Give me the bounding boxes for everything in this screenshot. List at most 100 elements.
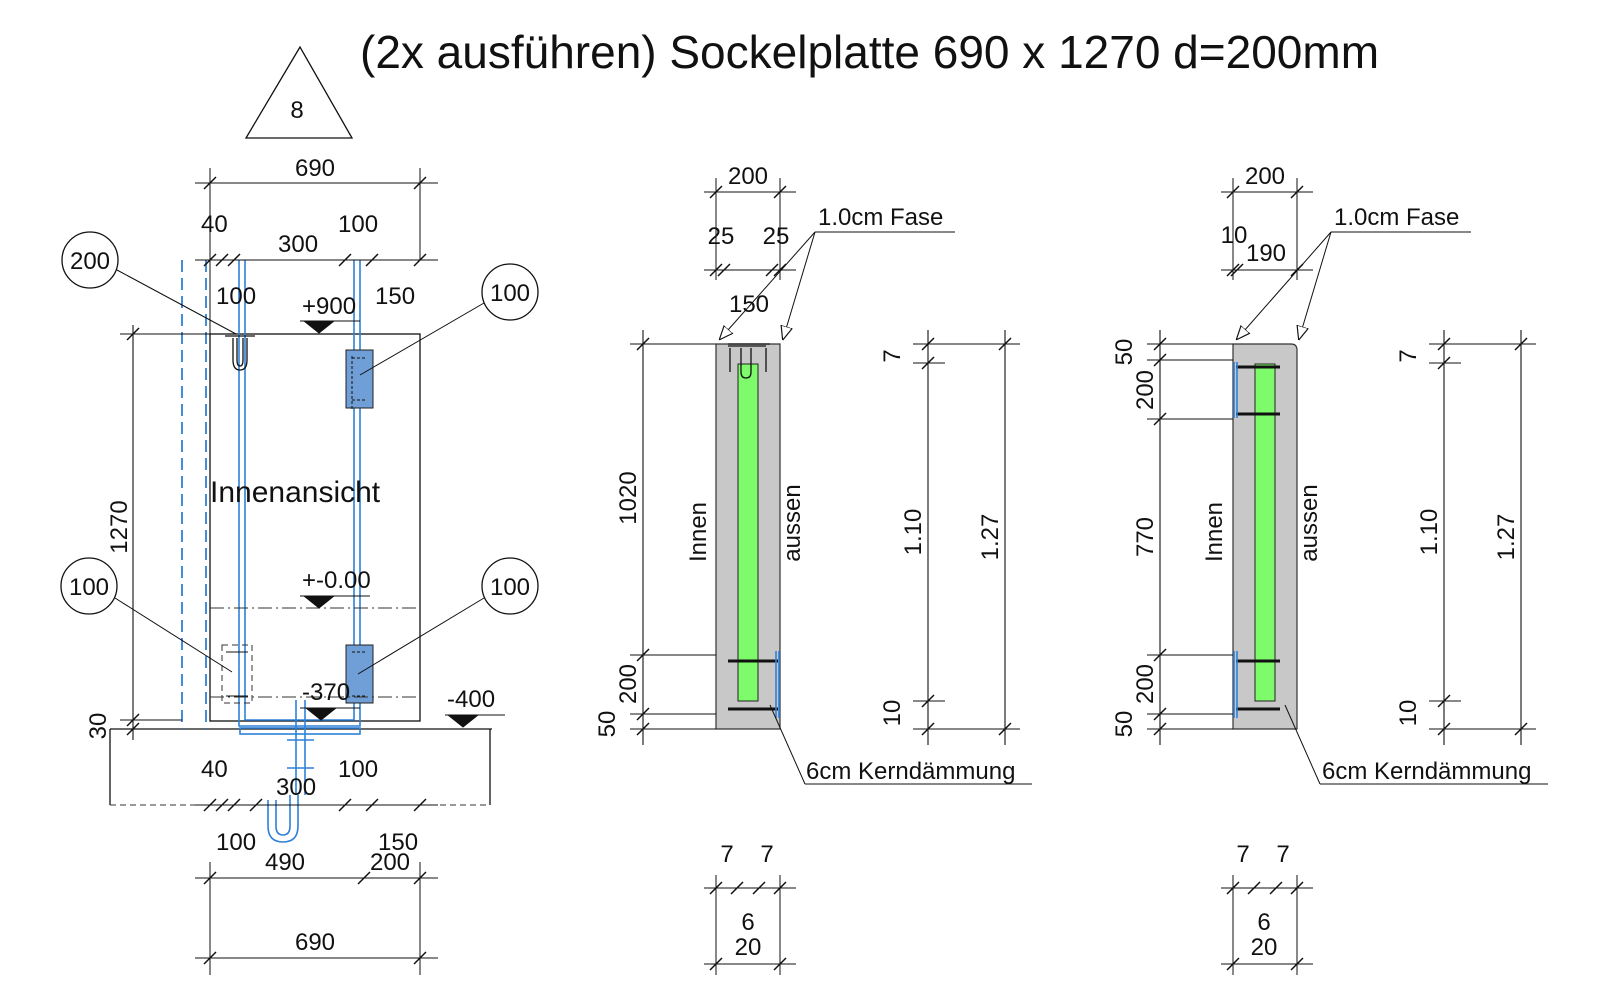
section2-dim-7: 7 (1395, 349, 1422, 362)
chamfer-arrow-left (1237, 231, 1332, 339)
section2-dim-770: 770 (1132, 517, 1159, 557)
callout-bubble (60, 557, 118, 615)
insulation-label: 6cm Kerndämmung (1322, 758, 1531, 785)
section1-mid: 150 (729, 291, 769, 318)
section2-dims-right: 7 1.10 10 1.27 (1395, 330, 1536, 745)
callout-bubble (481, 557, 539, 615)
level-marker-zero (300, 595, 370, 609)
anchor-plate-top (345, 349, 374, 409)
section1-width: 200 (728, 163, 768, 190)
anchor-post (287, 700, 314, 795)
section1-bottom-20: 20 (735, 934, 762, 961)
section1-dims-top: 200 25 25 150 (704, 163, 796, 318)
callout-text: 100 (490, 574, 530, 601)
anchor-bars-bottom (1236, 659, 1280, 711)
dim-d-top: 100 (216, 283, 256, 310)
level-370-label: -370 (302, 679, 350, 706)
callout-leader (114, 597, 233, 673)
callout-leader (116, 269, 237, 335)
dim-g-bottom: 200 (370, 849, 410, 876)
section1-dim-127: 1.27 (977, 514, 1004, 561)
steel-rail-left (238, 260, 246, 712)
inner-label: Innen (1201, 502, 1228, 562)
dim-base-left: 30 (85, 713, 112, 740)
callout-leader (359, 302, 485, 376)
section1-bottom-7a: 7 (720, 841, 733, 868)
section2-width: 200 (1245, 163, 1285, 190)
dim-height-left: 1270 (106, 500, 133, 553)
section1-bottom-6: 6 (741, 909, 754, 936)
section2-edge-a: 10 (1221, 222, 1248, 249)
section-marker-number: 8 (290, 97, 303, 124)
section2-dims-bottom: 7 7 6 20 (1221, 841, 1313, 975)
anchor-plate-hidden (221, 644, 253, 704)
plate-outline (209, 333, 421, 722)
steel-base-frame (238, 712, 361, 727)
section1-dim-10: 10 (879, 700, 906, 727)
section2-bottom-7b: 7 (1276, 841, 1289, 868)
view-label-innenansicht: Innenansicht (210, 476, 381, 509)
section-marker: 8 (244, 45, 354, 139)
section2-dim-10: 10 (1395, 700, 1422, 727)
dimension-chain-bottom: 40 300 100 100 150 490 200 690 (195, 756, 438, 975)
foundation-outline (109, 729, 491, 805)
section1-dims-left: 1020 200 50 (594, 330, 716, 745)
section1-bottom-7b: 7 (760, 841, 773, 868)
steel-base-plate (239, 727, 361, 735)
anchor-bars-bottom (728, 659, 778, 711)
outer-label: aussen (779, 484, 806, 561)
anchor-plate-section (1233, 362, 1238, 718)
dimension-chain-top: 690 40 300 100 100 150 (195, 155, 438, 334)
anchor-plate-bottom (345, 644, 374, 704)
level-marker-900 (300, 320, 360, 334)
callout-leader (357, 597, 485, 675)
level-marker-400 (445, 714, 505, 728)
chamfer-label: 1.0cm Fase (818, 204, 943, 231)
anchor-plate-hidden-bolts (226, 651, 248, 697)
inner-label: Innen (685, 502, 712, 562)
section1-dim-50: 50 (594, 711, 621, 738)
anchor-plate-top-bolts (351, 356, 366, 410)
elevation-view: +900 +-0.00 -370 -400 Innenansicht 200 1… (60, 155, 539, 975)
insulation-label: 6cm Kerndämmung (806, 758, 1015, 785)
level-900-label: +900 (302, 293, 356, 320)
drawing-title: (2x ausführen) Sockelplatte 690 x 1270 d… (360, 26, 1379, 78)
insulation-core (1254, 363, 1276, 702)
dim-c-bottom: 100 (338, 756, 378, 783)
anchor-plate-section (775, 651, 780, 718)
dim-b-top: 300 (278, 231, 318, 258)
section1-dim-1020: 1020 (615, 471, 642, 524)
dim-a-top: 40 (201, 211, 228, 238)
section2-dim-110: 1.10 (1416, 509, 1443, 556)
anchor-hook (267, 795, 299, 843)
level-zero-label: +-0.00 (302, 567, 371, 594)
section2-dims-left: 50 200 770 200 50 (1111, 330, 1233, 745)
top-anchor (225, 335, 255, 371)
top-rebar-hook (740, 348, 752, 379)
dim-e-bottom: 150 (378, 829, 418, 856)
callout-bubble (61, 231, 119, 289)
callout-text: 100 (490, 280, 530, 307)
dim-e-top: 150 (375, 283, 415, 310)
level-marker-370 (300, 707, 360, 721)
steel-rail-right (353, 260, 361, 712)
section1-edge-b: 25 (763, 223, 790, 250)
dim-f-bottom: 490 (265, 849, 305, 876)
section2-bottom-20: 20 (1251, 934, 1278, 961)
section2-bottom-6: 6 (1257, 909, 1270, 936)
chamfer-arrow-left (720, 231, 816, 339)
top-rebar-bracket (728, 343, 770, 372)
section1-edge-a: 25 (708, 223, 735, 250)
section2-dim-200-bottom: 200 (1132, 664, 1159, 704)
level-400-label: -400 (447, 686, 495, 713)
section2-dim-50-bottom: 50 (1111, 711, 1138, 738)
dim-b-bottom: 300 (276, 774, 316, 801)
section1-dim-7: 7 (879, 349, 906, 362)
dim-a-bottom: 40 (201, 756, 228, 783)
section2-dim-50-top: 50 (1111, 339, 1138, 366)
section1-dims-bottom: 7 7 6 20 (704, 841, 796, 975)
section2-mid: 190 (1246, 240, 1286, 267)
section2-dim-200-top: 200 (1132, 370, 1159, 410)
dim-total-top: 690 (295, 155, 335, 182)
